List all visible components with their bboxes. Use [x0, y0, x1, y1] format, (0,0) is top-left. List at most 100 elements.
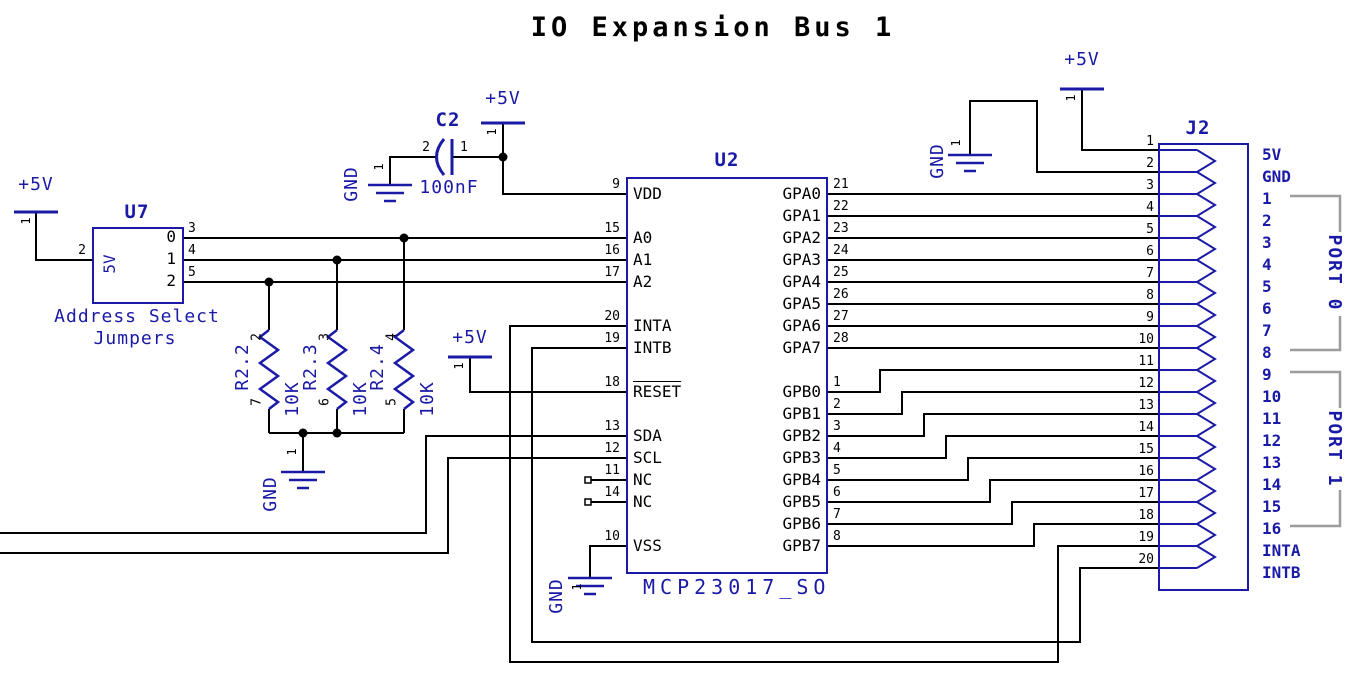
- gnd-label: GND: [341, 166, 362, 202]
- u2-body: [626, 177, 828, 574]
- pin-number: 23: [833, 221, 849, 236]
- connector-signal-label: 7: [1262, 321, 1272, 340]
- power-symbols: [14, 87, 1104, 596]
- connector-signal-label: 8: [1262, 343, 1272, 362]
- gnd-label: GND: [546, 578, 567, 614]
- u7-inner-label: 5V: [100, 254, 119, 274]
- pin-name: RESET: [633, 382, 682, 401]
- capacitor-plate-curved: [435, 138, 446, 176]
- pin-number: 4: [384, 333, 400, 341]
- no-connect-icon: [584, 476, 592, 484]
- c2-pin-number: 2: [422, 140, 430, 155]
- connector-signal-label: 10: [1262, 387, 1282, 406]
- junction-dot: [498, 152, 508, 162]
- pin-number: 6: [833, 485, 841, 500]
- u7-pin-number: 5: [188, 265, 196, 280]
- u7-channel-0: 0: [166, 227, 176, 246]
- plus5v-label: +5V: [452, 327, 488, 348]
- pin-number: 6: [317, 398, 333, 406]
- connector-signal-label: 1: [1262, 189, 1272, 208]
- u7-body: [92, 227, 184, 304]
- pin-number: 6: [1146, 244, 1154, 259]
- pin-number: 14: [1138, 420, 1154, 435]
- pin-name: GPB3: [782, 448, 821, 467]
- junction-dot: [264, 277, 274, 287]
- gnd-icon: [568, 576, 612, 596]
- pin-number: 2: [833, 397, 841, 412]
- port0-bracket: [1290, 194, 1342, 352]
- pin-number: 20: [604, 309, 620, 324]
- connector-signal-label: 2: [1262, 211, 1272, 230]
- pin-number: 18: [604, 375, 620, 390]
- wire-vss: [589, 545, 627, 578]
- port0-label: PORT 0: [1324, 234, 1345, 312]
- pin-number: 7: [833, 507, 841, 522]
- wire-sda: [0, 435, 627, 534]
- connector-signal-label: 5: [1262, 277, 1272, 296]
- pin-number: 15: [1138, 442, 1154, 457]
- wire-nc-stubs: [591, 479, 627, 503]
- pin-number: 1: [1146, 134, 1154, 149]
- wire-c2-gnd: [389, 156, 436, 185]
- u7-ref: U7: [124, 201, 150, 223]
- wire-c2-vdd: [452, 123, 627, 195]
- pin-name: NC: [633, 492, 653, 511]
- pin-name: VSS: [633, 536, 662, 555]
- resistor-value: 10K: [417, 381, 438, 417]
- plus5v-label: +5V: [1064, 49, 1100, 70]
- nc-markers: [584, 476, 592, 506]
- pin-number: 19: [1138, 530, 1154, 545]
- j2-body: [1158, 143, 1249, 591]
- junction-dot: [298, 428, 308, 438]
- wire-reset: [469, 357, 627, 393]
- connector-signal-label: 12: [1262, 431, 1282, 450]
- pin-number: 18: [1138, 508, 1154, 523]
- no-connect-icon: [584, 498, 592, 506]
- pin-name: GPB1: [782, 404, 821, 423]
- wire-inta: [509, 325, 1159, 663]
- pin-number: 3: [317, 333, 333, 341]
- u7-pin-number-left: 2: [78, 243, 86, 258]
- connector-signal-label: 9: [1262, 365, 1272, 384]
- junction-dot: [399, 233, 409, 243]
- u7-caption-line1: Address Select: [54, 306, 220, 327]
- gnd-icon: [368, 183, 412, 203]
- resistor-zigzag-r24: [392, 329, 416, 410]
- power-pin-number: 1: [1064, 94, 1078, 102]
- resistor-zigzag-r22: [257, 329, 281, 410]
- pin-name: GPB2: [782, 426, 821, 445]
- junction-dot: [332, 255, 342, 265]
- pin-number: 17: [604, 265, 620, 280]
- c2-ref: C2: [435, 109, 461, 131]
- power-pin-number: 1: [949, 139, 963, 147]
- gnd-label: GND: [927, 143, 948, 179]
- pin-name: SDA: [633, 426, 662, 445]
- resistor-ref: R2.2: [232, 343, 253, 391]
- pin-number: 5: [1146, 222, 1154, 237]
- wire-j2-gnd: [969, 100, 1159, 173]
- pin-number: 11: [1138, 354, 1154, 369]
- wire-gpb-bus: [827, 369, 1159, 547]
- u2-value: MCP23017_SO: [643, 575, 831, 599]
- pin-number: 3: [1146, 178, 1154, 193]
- pin-number: 28: [833, 331, 849, 346]
- pin-name: GPB7: [782, 536, 821, 555]
- pin-number: 26: [833, 287, 849, 302]
- pin-number: 9: [1146, 310, 1154, 325]
- pin-number: 11: [604, 463, 620, 478]
- connector-signal-label: 14: [1262, 475, 1282, 494]
- pin-number: 19: [604, 331, 620, 346]
- pin-name: GPB6: [782, 514, 821, 533]
- resistor-ref: R2.4: [367, 343, 388, 391]
- resistor-zigzag-r23: [325, 329, 349, 410]
- pin-number: 5: [833, 463, 841, 478]
- connector-signal-label: GND: [1262, 167, 1291, 186]
- pin-number: 5: [384, 398, 400, 406]
- pin-name: A0: [633, 228, 653, 247]
- connector-signal-label: 4: [1262, 255, 1272, 274]
- wire-intb: [531, 347, 1159, 643]
- pin-number: 7: [1146, 266, 1154, 281]
- pin-name: GPB0: [782, 382, 821, 401]
- pin-name: GPA4: [782, 272, 821, 291]
- connector-signal-label: 5V: [1262, 145, 1282, 164]
